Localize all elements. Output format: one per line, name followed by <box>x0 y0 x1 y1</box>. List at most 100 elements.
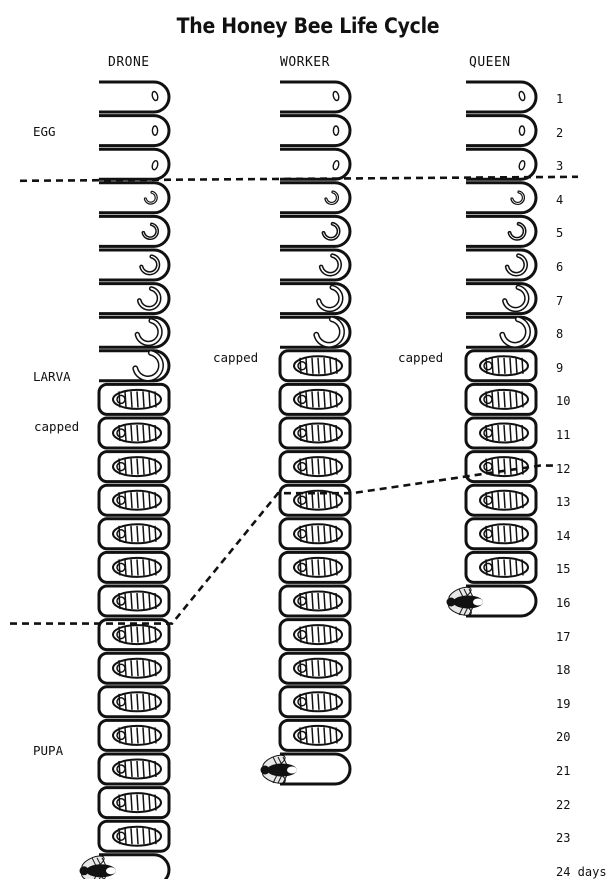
day-label: 20 <box>556 730 571 745</box>
worker-cell <box>280 214 352 248</box>
drone-cell <box>97 483 171 517</box>
day-label: 24 days <box>556 864 607 879</box>
day-label: 5 <box>556 226 564 241</box>
day-label: 15 <box>556 562 571 577</box>
drone-cell <box>97 718 171 752</box>
drone-cell <box>97 416 171 450</box>
day-label: 4 <box>556 192 564 207</box>
day-label: 11 <box>556 428 571 442</box>
worker-column-heading: WORKER <box>280 55 330 70</box>
drone-cell <box>99 315 171 349</box>
drone-cell <box>99 214 171 248</box>
drone-cell <box>97 382 171 416</box>
queen-column-heading: QUEEN <box>469 55 511 70</box>
drone-cell <box>99 181 171 215</box>
page-title: The Honey Bee Life Cycle <box>176 14 440 38</box>
queen-cell <box>466 114 538 148</box>
day-label: 14 <box>556 528 571 543</box>
drone-cell <box>97 450 171 484</box>
day-label: 23 <box>556 831 571 846</box>
day-label: 10 <box>556 394 571 409</box>
worker-cell <box>280 282 352 316</box>
day-label: 6 <box>556 260 564 274</box>
day-label: 22 <box>556 797 571 812</box>
drone-cell <box>97 752 171 786</box>
worker-cell <box>280 147 352 181</box>
drone-cell <box>99 349 171 383</box>
drone-cell <box>99 282 171 316</box>
drone-cell <box>97 550 171 584</box>
worker-cell <box>278 718 352 752</box>
drone-cell <box>99 147 171 181</box>
queen-cell <box>466 315 538 349</box>
day-label: 1 <box>556 92 564 106</box>
queen-cell <box>466 248 538 282</box>
day-label: 3 <box>556 159 564 174</box>
queen-cell <box>466 181 538 215</box>
drone-column-heading: DRONE <box>108 55 150 70</box>
drone-cell <box>97 618 171 652</box>
day-label: 12 <box>556 461 571 476</box>
queen-cell <box>464 483 538 517</box>
drone-cell <box>97 786 171 820</box>
day-label: 19 <box>556 696 571 711</box>
worker-cell <box>278 550 352 584</box>
larva-pupa-boundary <box>10 464 554 625</box>
larva-stage-label: LARVA <box>33 369 71 384</box>
worker-cell <box>278 651 352 685</box>
queen-cell <box>464 517 538 551</box>
day-label: 21 <box>556 764 571 778</box>
day-label: 8 <box>556 327 564 342</box>
worker-cell <box>280 181 352 215</box>
queen-cell <box>466 147 538 181</box>
worker-cell <box>278 584 352 618</box>
day-label: 18 <box>556 663 571 678</box>
worker-cell <box>278 416 352 450</box>
worker-cell <box>260 752 352 786</box>
day-label: 13 <box>556 495 571 510</box>
drone-cell <box>99 80 171 114</box>
drone-cell <box>97 584 171 618</box>
worker-cell-column <box>260 80 352 786</box>
worker-cell <box>280 80 352 114</box>
day-label: 16 <box>556 596 571 610</box>
worker-cell <box>278 450 352 484</box>
drone-cell <box>97 685 171 719</box>
egg-larva-boundary <box>19 175 579 183</box>
drone-cell-column <box>79 80 171 879</box>
drone-cell <box>97 819 171 853</box>
queen-cell <box>464 382 538 416</box>
day-label: 2 <box>556 125 564 140</box>
worker-cell <box>280 315 352 349</box>
drone-cell <box>97 651 171 685</box>
drone-cell <box>99 248 171 282</box>
drone-cell <box>99 114 171 148</box>
queen-cell <box>466 214 538 248</box>
queen-cell <box>466 80 538 114</box>
day-label: 9 <box>556 360 564 375</box>
drone-capped-label: capped <box>34 419 80 434</box>
worker-cell <box>278 618 352 652</box>
day-label: 17 <box>556 629 571 644</box>
queen-cell <box>446 584 538 618</box>
worker-cell <box>278 483 352 517</box>
drone-cell <box>79 853 171 879</box>
day-label: 7 <box>556 293 564 308</box>
worker-cell <box>278 382 352 416</box>
drone-cell <box>97 517 171 551</box>
queen-cell <box>466 282 538 316</box>
queen-cell-column <box>446 80 538 618</box>
worker-cell <box>278 685 352 719</box>
pupa-stage-label: PUPA <box>33 743 64 758</box>
worker-cell <box>278 517 352 551</box>
queen-capped-label: capped <box>398 350 444 365</box>
queen-cell <box>464 416 538 450</box>
worker-cell <box>280 114 352 148</box>
queen-cell <box>464 349 538 383</box>
worker-capped-label: capped <box>213 350 259 365</box>
worker-cell <box>280 248 352 282</box>
queen-cell <box>464 550 538 584</box>
worker-cell <box>278 349 352 383</box>
